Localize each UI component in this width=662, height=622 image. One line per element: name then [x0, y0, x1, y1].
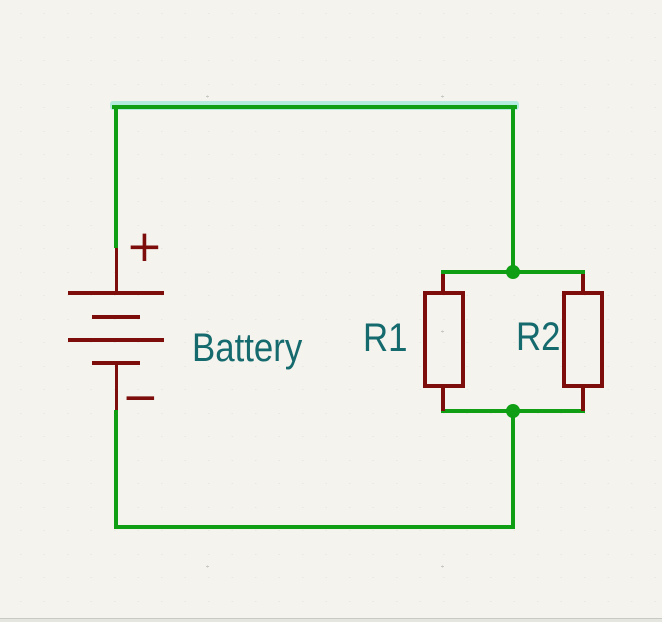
r2-lead-bottom[interactable]: [581, 386, 585, 411]
r1-lead-top[interactable]: [441, 274, 445, 293]
battery-plate-long-bottom[interactable]: [68, 338, 164, 342]
r2-reference-label[interactable]: R2: [516, 315, 561, 359]
wire-bottom[interactable]: [114, 525, 515, 529]
wire-right-lower[interactable]: [511, 409, 515, 529]
battery-plate-short-upper[interactable]: [92, 315, 140, 319]
junction-dot-bottom[interactable]: [506, 404, 520, 418]
battery-plate-long-top[interactable]: [68, 291, 164, 295]
r2-lead-top[interactable]: [581, 274, 585, 293]
r1-lead-bottom[interactable]: [441, 386, 445, 411]
wire-left-lower[interactable]: [114, 410, 118, 529]
r2-body[interactable]: [562, 291, 604, 388]
junction-dot-top[interactable]: [506, 265, 520, 279]
battery-plus-sign: +: [126, 221, 163, 272]
battery-pin-bottom[interactable]: [115, 363, 118, 410]
wire-top[interactable]: [112, 105, 517, 109]
battery-pin-top[interactable]: [115, 248, 118, 293]
window-bottom-edge: [0, 618, 662, 622]
r1-reference-label[interactable]: R1: [363, 316, 408, 360]
battery-minus-sign: −: [122, 372, 159, 423]
wire-left-upper[interactable]: [114, 105, 118, 248]
battery-value-label[interactable]: Battery: [192, 326, 303, 370]
wire-right-upper[interactable]: [511, 105, 515, 274]
r1-body[interactable]: [423, 291, 465, 388]
